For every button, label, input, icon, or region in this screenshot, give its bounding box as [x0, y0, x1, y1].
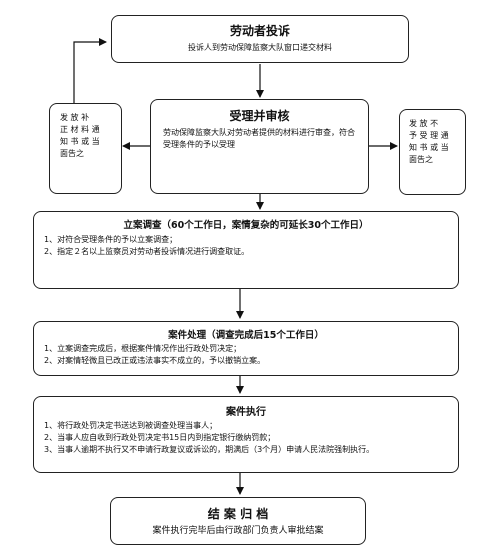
investigation-item: 1、对符合受理条件的予以立案调查；	[44, 235, 178, 244]
execution-item: 3、当事人逾期不执行又不申请行政复议或诉讼的，期满后（3个月）申请人民法院强制执…	[44, 445, 375, 454]
handling-title: 案件处理（调查完成后15个工作日）	[168, 330, 324, 341]
complaint-desc: 投诉人到劳动保障监察大队窗口递交材料	[188, 43, 332, 52]
execution-item: 1、将行政处罚决定书送达到被调查处理当事人；	[44, 421, 218, 430]
right-note-line: 知 书 或 当	[409, 143, 449, 152]
right-note-line: 面告之	[409, 155, 433, 164]
handling-box: 案件处理（调查完成后15个工作日） 1、立案调查完成后，根据案件情况作出行政处罚…	[33, 321, 459, 376]
review-desc: 劳动保障监察大队对劳动者提供的材料进行审查，符合受理条件的予以受理	[163, 128, 355, 149]
left-note-box: 发 放 补 正 材 料 通 知 书 或 当 面告之	[49, 103, 122, 194]
left-note-line: 面告之	[60, 149, 84, 158]
closure-box: 结 案 归 档 案件执行完毕后由行政部门负责人审批结案	[110, 497, 366, 545]
complaint-title: 劳动者投诉	[229, 24, 290, 38]
handling-item: 2、对案情轻微且已改正或违法事实不成立的，予以撤销立案。	[44, 356, 266, 365]
closure-title: 结 案 归 档	[207, 507, 269, 521]
review-box: 受理并审核 劳动保障监察大队对劳动者提供的材料进行审查，符合受理条件的予以受理	[150, 99, 369, 194]
right-note-line: 予 受 理 通	[409, 131, 449, 140]
arrow-left-note-to-complaint	[73, 38, 107, 103]
left-note-line: 正 材 料 通	[60, 125, 100, 134]
right-note-box: 发 放 不 予 受 理 通 知 书 或 当 面告之	[399, 109, 466, 195]
handling-item: 1、立案调查完成后，根据案件情况作出行政处罚决定；	[44, 344, 242, 353]
left-note-line: 知 书 或 当	[60, 137, 100, 146]
right-note-line: 发 放 不	[409, 119, 439, 128]
execution-title: 案件执行	[226, 407, 266, 418]
execution-box: 案件执行 1、将行政处罚决定书送达到被调查处理当事人； 2、当事人应自收到行政处…	[33, 396, 459, 473]
closure-desc: 案件执行完毕后由行政部门负责人审批结案	[152, 526, 324, 536]
review-title: 受理并审核	[229, 109, 290, 123]
complaint-box: 劳动者投诉 投诉人到劳动保障监察大队窗口递交材料	[111, 15, 409, 63]
execution-item: 2、当事人应自收到行政处罚决定书15日内到指定银行缴纳罚款；	[44, 433, 276, 442]
investigation-title: 立案调查（60个工作日，案情复杂的可延长30个工作日）	[123, 220, 369, 231]
investigation-item: 2、指定２名以上监察员对劳动者投诉情况进行调查取证。	[44, 247, 250, 256]
investigation-box: 立案调查（60个工作日，案情复杂的可延长30个工作日） 1、对符合受理条件的予以…	[33, 211, 459, 289]
left-note-line: 发 放 补	[60, 113, 90, 122]
